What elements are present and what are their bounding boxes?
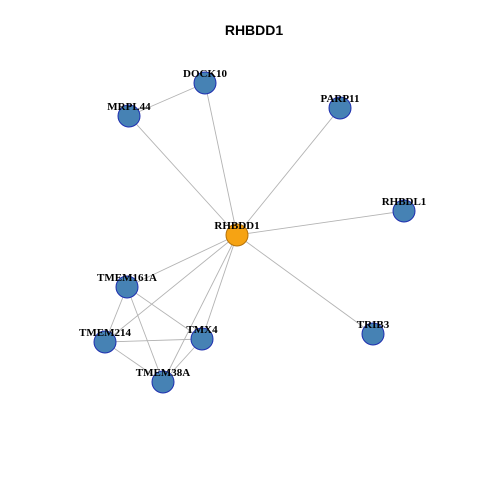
edge-tmem161a-tmem38a: [126, 286, 164, 383]
edge-rhbdd1-tmem214: [104, 234, 238, 343]
edge-tmem161a-tmx4: [126, 286, 203, 340]
edge-tmem214-tmem38a: [104, 341, 164, 383]
edge-rhbdd1-parp11: [236, 107, 341, 236]
node-rhbdl1[interactable]: [392, 199, 416, 223]
node-tmem161a[interactable]: [115, 275, 139, 299]
edges-layer: [104, 82, 405, 383]
node-label-dock10: DOCK10: [183, 68, 228, 80]
node-label-parp11: PARP11: [321, 93, 360, 105]
node-label-rhbdd1: RHBDD1: [214, 220, 259, 232]
edge-dock10-mrpl44: [128, 82, 206, 117]
edge-rhbdd1-dock10: [204, 82, 238, 236]
node-label-rhbdl1: RHBDL1: [382, 196, 427, 208]
graph-title: RHBDD1: [225, 22, 284, 38]
nodes-layer: [93, 71, 416, 394]
node-label-tmem214: TMEM214: [79, 327, 131, 339]
node-tmx4[interactable]: [190, 327, 214, 351]
node-label-tmem161a: TMEM161A: [97, 272, 157, 284]
node-mrpl44[interactable]: [117, 104, 141, 128]
node-trib3[interactable]: [361, 322, 385, 346]
edge-rhbdd1-mrpl44: [128, 115, 238, 236]
node-tmem38a[interactable]: [151, 370, 175, 394]
edge-tmem214-tmx4: [104, 338, 203, 343]
edge-rhbdd1-tmem38a: [162, 234, 238, 383]
node-parp11[interactable]: [328, 96, 352, 120]
node-label-tmem38a: TMEM38A: [136, 367, 190, 379]
edge-rhbdd1-trib3: [236, 234, 374, 335]
edge-rhbdd1-tmem161a: [126, 234, 238, 288]
node-tmem214[interactable]: [93, 330, 117, 354]
node-dock10[interactable]: [193, 71, 217, 95]
node-rhbdd1[interactable]: [225, 223, 249, 247]
edge-rhbdd1-tmx4: [201, 234, 238, 340]
node-label-trib3: TRIB3: [357, 319, 390, 331]
edge-rhbdd1-rhbdl1: [236, 210, 405, 236]
node-label-tmx4: TMX4: [186, 324, 218, 336]
node-label-mrpl44: MRPL44: [107, 101, 151, 113]
